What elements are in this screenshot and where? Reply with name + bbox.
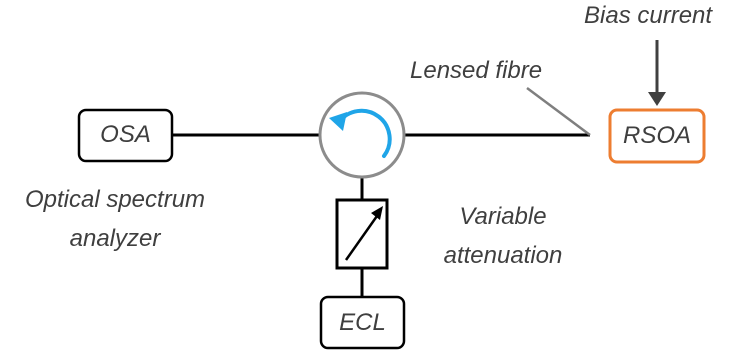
variable-attenuator-icon bbox=[335, 198, 389, 270]
rsoa-label: RSOA bbox=[622, 122, 691, 149]
osa-label: OSA bbox=[100, 121, 151, 148]
rsoa-box bbox=[608, 108, 706, 164]
lensed-fibre-pointer bbox=[526, 86, 591, 137]
osa-description-line2: analyzer bbox=[69, 225, 161, 252]
attenuation-label-line2: attenuation bbox=[443, 242, 563, 269]
osa-box bbox=[77, 108, 174, 163]
ecl-box bbox=[319, 295, 406, 350]
lensed-fibre-label: Lensed fibre bbox=[410, 57, 543, 84]
osa-description-line1: Optical spectrum bbox=[24, 186, 206, 213]
ecl-label: ECL bbox=[339, 309, 386, 336]
attenuation-label-line1: Variable bbox=[459, 203, 547, 230]
bias-current-label: Bias current bbox=[584, 2, 713, 29]
circulator-icon bbox=[318, 91, 406, 179]
bias-current-arrow-icon bbox=[648, 40, 666, 106]
